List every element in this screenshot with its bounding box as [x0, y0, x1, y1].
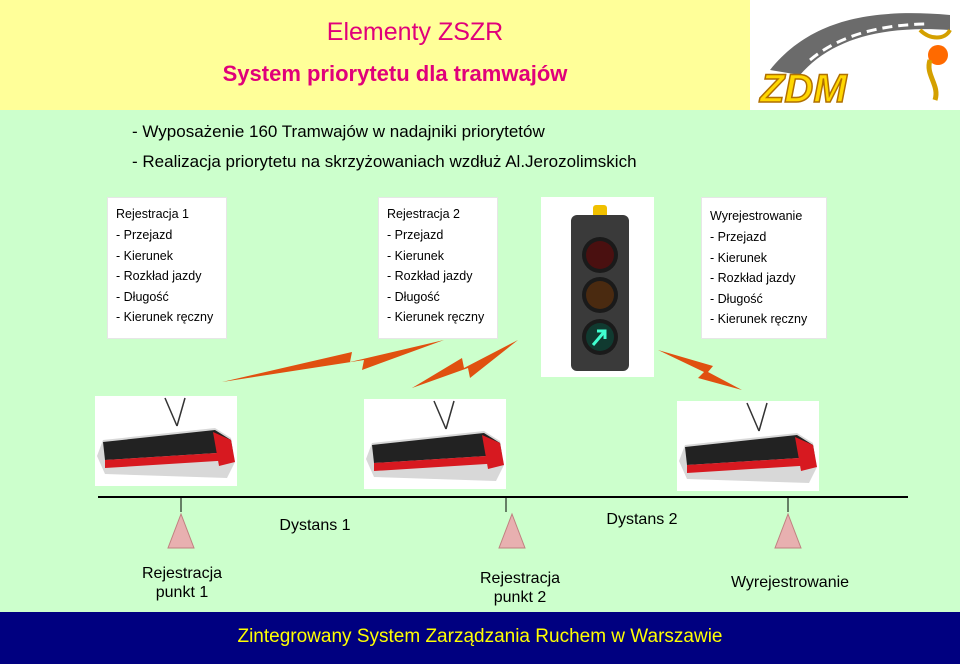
tram-image: [677, 401, 819, 491]
box-item: - Kierunek: [387, 249, 444, 263]
box-item: - Kierunek: [116, 249, 173, 263]
registration-box-2: Rejestracja 2 - Przejazd - Kierunek - Ro…: [378, 197, 498, 339]
box-item: - Kierunek ręczny: [710, 312, 807, 326]
tram-image: [364, 399, 506, 489]
deregistration-point-marker: [775, 514, 801, 548]
track-diagram: [0, 490, 960, 560]
zdm-logo: ZDM: [750, 0, 960, 110]
box-title: Rejestracja 2: [387, 207, 460, 221]
deregistration-point-label: Wyrejestrowanie: [714, 574, 866, 592]
box-item: - Długość: [116, 290, 169, 304]
deregistration-box: Wyrejestrowanie - Przejazd - Kierunek - …: [701, 197, 827, 339]
logo-text: ZDM: [759, 67, 848, 110]
box-item: - Kierunek: [710, 251, 767, 265]
box-item: - Przejazd: [116, 228, 172, 242]
bullet-text: - Wyposażenie 160 Tramwajów w nadajniki …: [132, 122, 545, 142]
distance-label-1: Dystans 1: [265, 517, 365, 535]
registration-box-1: Rejestracja 1 - Przejazd - Kierunek - Ro…: [107, 197, 227, 339]
footer-bar: Zintegrowany System Zarządzania Ruchem w…: [0, 612, 960, 664]
box-title: Wyrejestrowanie: [710, 209, 802, 223]
registration-point-2-marker: [499, 514, 525, 548]
box-item: - Kierunek ręczny: [387, 310, 484, 324]
signal-bolt-icon: [412, 340, 520, 390]
box-item: - Kierunek ręczny: [116, 310, 213, 324]
box-item: - Przejazd: [387, 228, 443, 242]
page-subtitle: System priorytetu dla tramwajów: [0, 61, 790, 87]
page-title: Elementy ZSZR: [0, 18, 830, 47]
bullet-text: - Realizacja priorytetu na skrzyżowaniac…: [132, 152, 637, 172]
header-banner: [0, 0, 750, 110]
box-item: - Długość: [387, 290, 440, 304]
footer-text: Zintegrowany System Zarządzania Ruchem w…: [0, 626, 960, 648]
box-title: Rejestracja 1: [116, 207, 189, 221]
registration-point-2-label: Rejestracja punkt 2: [450, 569, 590, 607]
signal-bolt-icon: [658, 350, 743, 392]
tram-image: [95, 396, 237, 486]
traffic-light-image: [541, 197, 654, 377]
box-item: - Przejazd: [710, 230, 766, 244]
registration-point-1-label: Rejestracja punkt 1: [112, 564, 252, 602]
box-item: - Rozkład jazdy: [710, 271, 795, 285]
box-item: - Długość: [710, 292, 763, 306]
box-item: - Rozkład jazdy: [387, 269, 472, 283]
box-item: - Rozkład jazdy: [116, 269, 201, 283]
distance-label-2: Dystans 2: [592, 511, 692, 529]
registration-point-1-marker: [168, 514, 194, 548]
